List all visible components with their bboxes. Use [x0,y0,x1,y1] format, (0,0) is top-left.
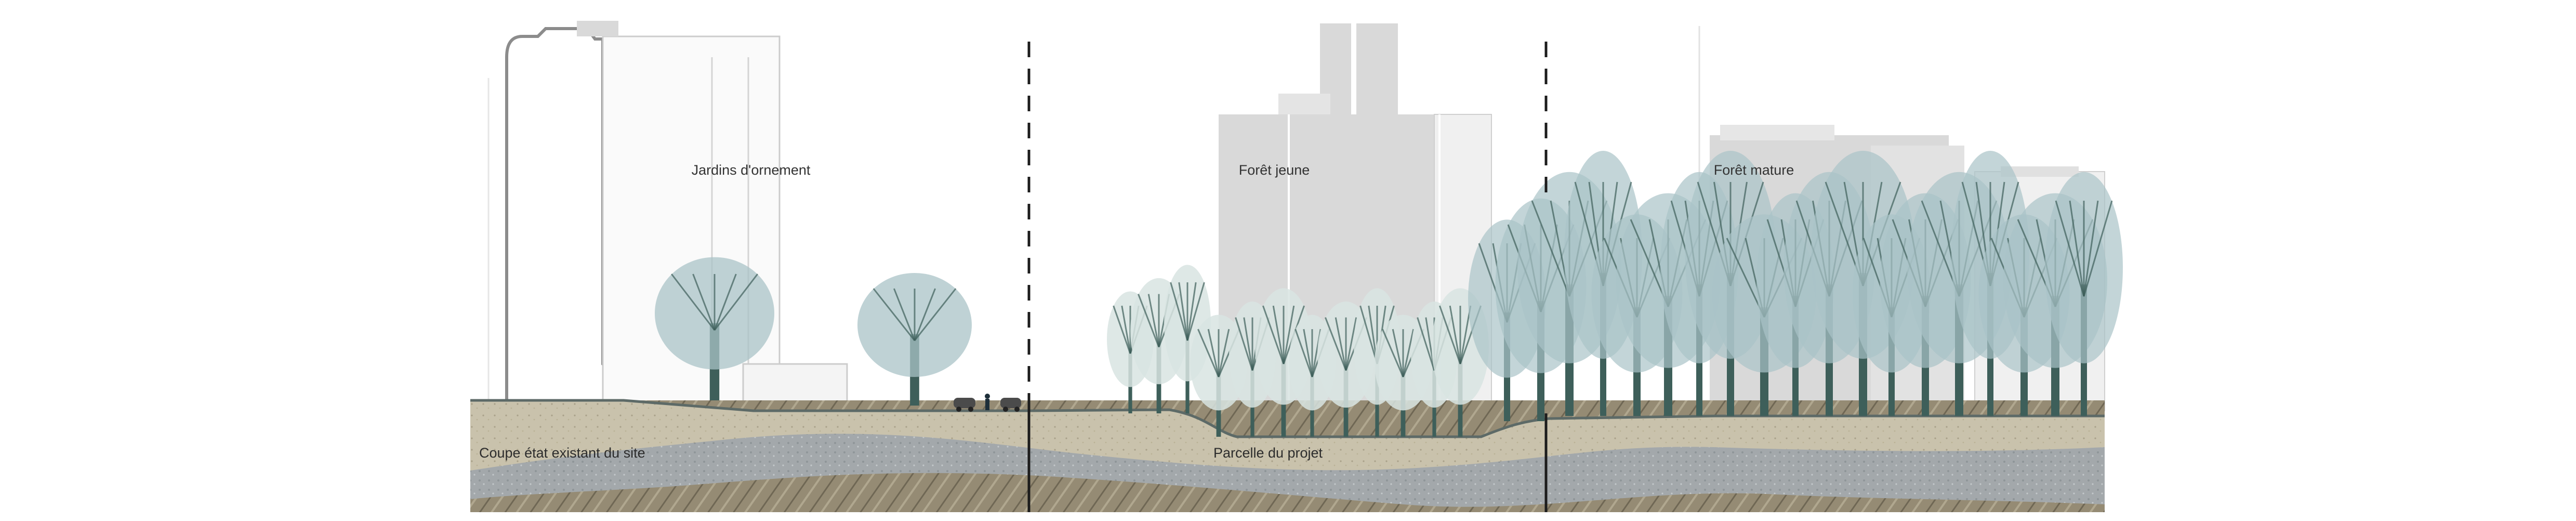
project-parcel-label: Parcelle du projet [1213,445,1323,461]
zone-label-mature-forest: Forêt mature [1714,162,1794,178]
mature-forest-trees [1468,151,2123,421]
tree [2045,172,2123,416]
tree [857,273,972,406]
ground-surface-line [470,399,2105,438]
ornamental-trees [655,257,972,406]
building-left-tower [505,27,615,412]
topsoil-layer [470,400,2105,471]
tree [655,257,774,400]
zone-dividers [1027,42,1548,512]
zone-label-young-forest: Forêt jeune [1239,162,1310,178]
ground-layers [470,399,2105,512]
zone-label-ornamental-gardens: Jardins d'ornement [692,162,811,178]
street-figures [954,394,1021,412]
existing-section-label: Coupe état existant du site [479,445,645,461]
